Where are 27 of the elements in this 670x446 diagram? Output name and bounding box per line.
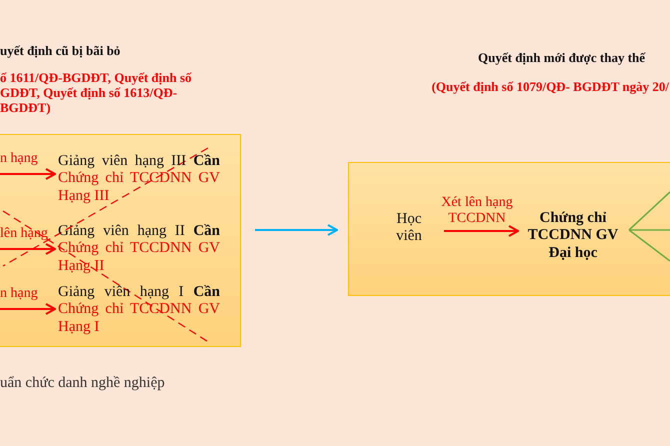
reference-text: (Quyết định số 1079/QĐ- BGDĐT ngày 20/ [432, 79, 669, 95]
edge-label: lên hạng [0, 226, 48, 242]
rank-text: Giảng viên hạng I Cần [58, 284, 220, 302]
edge-label: n hạng [0, 151, 38, 167]
connector-line [628, 191, 670, 231]
edge-label: Xét lên hạng TCCDNN [440, 195, 514, 227]
panel [0, 134, 241, 347]
node-text: Học viên [395, 211, 423, 246]
panel [348, 162, 670, 296]
rank-text: Giảng viên hạng III Cần [58, 153, 220, 170]
note-text: uẩn chức danh nghề nghiệp [0, 374, 165, 392]
requirement-text: Chứng chỉ TCCDNN GV Hạng I [58, 301, 220, 336]
heading: Quyết định mới được thay thế [478, 50, 646, 66]
connector-line [629, 229, 670, 231]
requirement-text: Chứng chỉ TCCDNN GV Hạng II [58, 240, 220, 275]
rank-text: Giảng viên hạng II Cần [58, 223, 220, 240]
arrow [444, 225, 519, 237]
edge-label: n hạng [0, 286, 38, 302]
connector-line [628, 229, 670, 262]
arrow [0, 303, 56, 315]
arrow [255, 224, 338, 236]
certificate-text: Chứng chỉ TCCDNN GV Đại học [526, 210, 620, 262]
arrow [0, 243, 56, 255]
reference-text: ố 1611/QĐ-BGDĐT, Quyết định số GDĐT, Quyết định số 1613/QĐ- BGDĐT) [0, 70, 193, 115]
heading: uyết định cũ bị bãi bỏ [0, 43, 120, 59]
requirement-text: Chứng chỉ TCCDNN GV Hạng III [58, 170, 220, 205]
arrow [0, 168, 56, 180]
